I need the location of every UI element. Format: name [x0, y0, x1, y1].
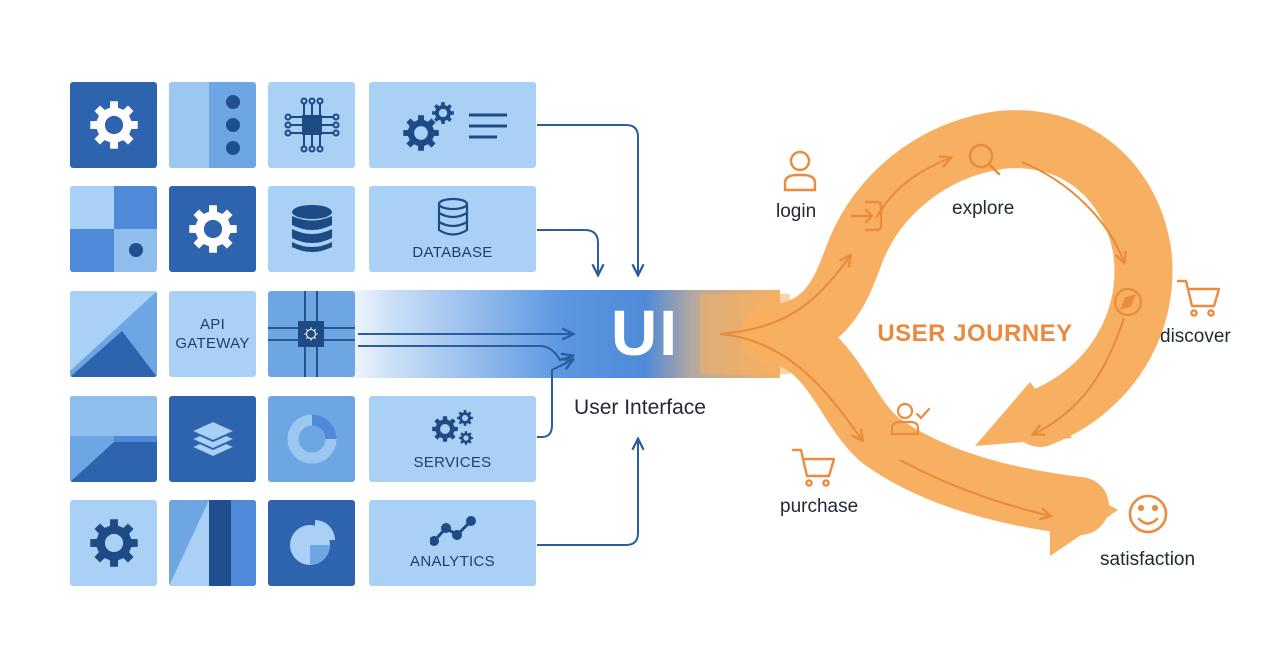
step-label-explore: explore — [952, 198, 1015, 219]
journey-return-arrowhead — [975, 382, 1072, 446]
database-icon — [289, 203, 335, 255]
user-icon — [783, 150, 817, 192]
shopping-cart-icon — [1176, 279, 1221, 317]
login-arrow-icon — [850, 200, 883, 232]
step-label-satisfaction: satisfaction — [1100, 549, 1196, 570]
purchase-cart-icon — [791, 448, 836, 487]
system-tile-0-1 — [169, 82, 256, 168]
system-tile-3-3: SERVICES — [369, 396, 536, 482]
system-tile-2-1: API GATEWAY — [169, 291, 256, 377]
magnifier-icon — [968, 143, 1001, 176]
database-icon — [436, 197, 470, 237]
system-tile-0-2 — [268, 82, 355, 168]
system-tile-1-1 — [169, 186, 256, 272]
triangle-shapes-icon — [70, 291, 157, 377]
tile-caption: SERVICES — [413, 453, 492, 471]
layers-icon — [185, 411, 241, 467]
system-tile-3-2 — [268, 396, 355, 482]
journey-title: USER JOURNEY — [877, 320, 1073, 347]
journey-join — [700, 294, 790, 374]
system-tile-0-0 — [70, 82, 157, 168]
gear-icon — [84, 95, 144, 155]
pie-chart-icon — [282, 513, 342, 573]
step-label-login: login — [776, 201, 817, 222]
microchip-icon — [282, 95, 342, 155]
system-tile-2-0 — [70, 291, 157, 377]
gear-icon — [183, 199, 243, 259]
journey-loop — [741, 110, 1173, 535]
system-tile-4-3: ANALYTICS — [369, 500, 536, 586]
system-tile-2-2 — [268, 291, 355, 377]
tile-caption: ANALYTICS — [410, 552, 495, 570]
gear-icon — [84, 513, 144, 573]
system-tile-3-0 — [70, 396, 157, 482]
step-label-discover: discover — [1160, 326, 1231, 347]
connector-lines — [358, 124, 638, 546]
system-tile-3-1 — [169, 396, 256, 482]
ui-subtitle: User Interface — [574, 396, 706, 419]
system-tile-1-3: DATABASE — [369, 186, 536, 272]
donut-icon — [282, 409, 342, 469]
vertical-dots-panel-icon — [169, 82, 256, 168]
corner-blocks-icon — [70, 396, 157, 482]
chip-circuit-icon — [268, 291, 355, 377]
system-tile-1-2 — [268, 186, 355, 272]
system-tile-1-0 — [70, 186, 157, 272]
ui-headline: UI — [611, 297, 679, 369]
gears-icon — [429, 407, 477, 447]
split-panel-icon — [169, 500, 256, 586]
tile-caption: API GATEWAY — [175, 316, 250, 352]
smiley-icon — [1128, 494, 1168, 534]
gears-with-lines-icon — [393, 93, 513, 157]
tile-caption: DATABASE — [412, 243, 493, 261]
system-tile-4-1 — [169, 500, 256, 586]
compass-icon — [1113, 287, 1143, 317]
system-tile-0-3 — [369, 82, 536, 168]
journey-exit-arrowhead — [1050, 472, 1118, 556]
step-label-purchase: purchase — [780, 496, 859, 517]
system-tile-4-2 — [268, 500, 355, 586]
user-check-icon — [890, 402, 931, 436]
system-tile-4-0 — [70, 500, 157, 586]
line-chart-icon — [429, 515, 476, 546]
checker-blocks-icon — [70, 186, 157, 272]
